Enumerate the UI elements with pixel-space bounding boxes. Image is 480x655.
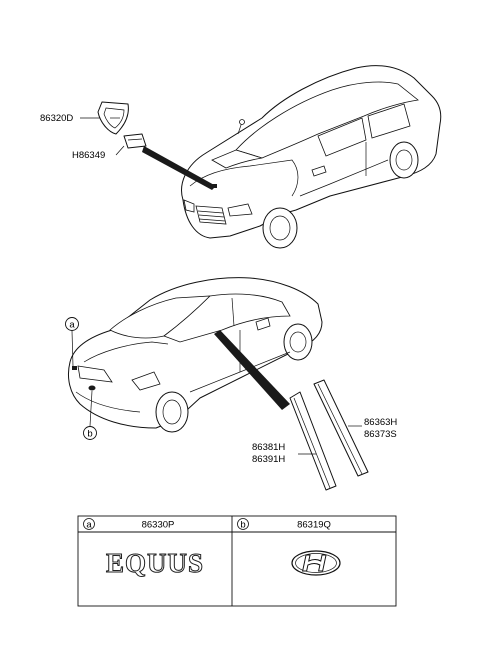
part-86320D-emblem (97, 101, 129, 135)
part-h86349-bracket (123, 133, 147, 149)
label-h86349: H86349 (72, 150, 105, 161)
label-86373S: 86373S (364, 429, 397, 440)
table-ref-a: a (86, 520, 92, 531)
callout-b: b (83, 390, 97, 440)
parts-table: a 86330P b 86319Q EQUUS (77, 515, 397, 607)
label-86363H: 86363H (364, 417, 397, 428)
trunk-emblem-a-mark (72, 366, 77, 370)
table-part-86319Q: 86319Q (297, 520, 331, 531)
leader-to-pillar (214, 330, 290, 410)
trunk-emblem-b-mark (88, 385, 96, 391)
svg-text:b: b (87, 429, 92, 440)
front-car-illustration (181, 65, 442, 249)
svg-text:a: a (69, 320, 75, 331)
hyundai-logo-icon (291, 550, 341, 576)
equus-emblem: EQUUS (106, 548, 204, 578)
label-86320D: 86320D (40, 113, 73, 124)
label-86381H: 86381H (252, 442, 285, 453)
leader-to-hood (142, 146, 216, 190)
part-pillar-garnish-front (289, 391, 337, 491)
table-ref-b: b (240, 520, 245, 531)
rear-car-illustration (67, 277, 323, 433)
label-86391H: 86391H (252, 454, 285, 465)
callout-a: a (65, 317, 79, 367)
part-pillar-garnish-rear (313, 379, 369, 477)
table-part-86330P: 86330P (142, 520, 175, 531)
